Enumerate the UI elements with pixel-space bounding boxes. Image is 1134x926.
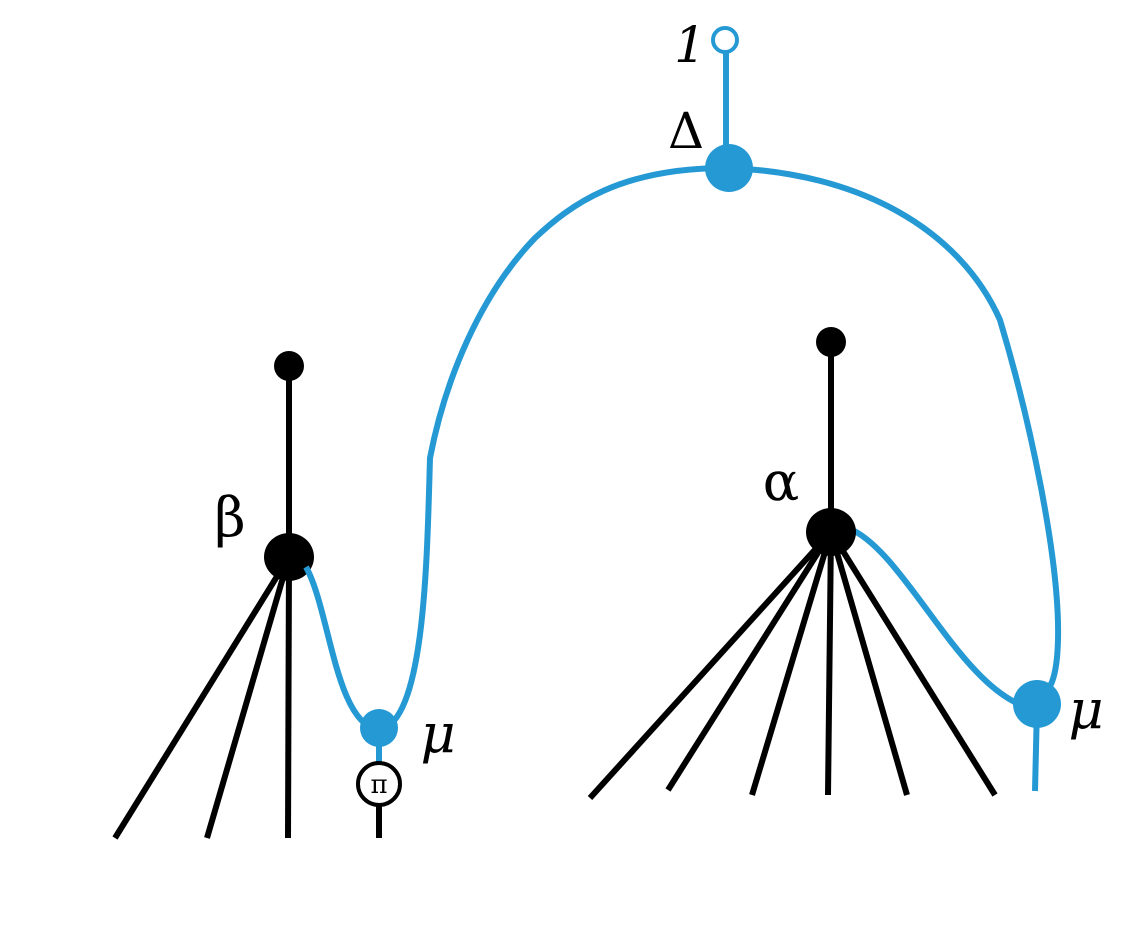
beta-label: β — [214, 486, 245, 549]
unit-label: 1 — [674, 16, 706, 74]
pi-node: π — [356, 761, 402, 807]
beta-leg-3 — [285, 556, 292, 839]
delta-label: Δ — [668, 102, 704, 160]
blue-wires — [303, 52, 1062, 792]
beta-leg-2 — [204, 556, 292, 839]
alpha-label: α — [763, 450, 799, 513]
beta-leg-1 — [112, 555, 292, 840]
unit-node — [711, 26, 739, 54]
alpha-top-node — [816, 327, 846, 357]
alpha-leg-3 — [749, 531, 834, 796]
alpha-leg-1 — [587, 529, 834, 801]
alpha-tree — [587, 327, 998, 801]
pi-label: π — [370, 770, 387, 800]
alpha-to-mu-wire — [846, 525, 1031, 711]
delta-left-arm — [378, 165, 727, 733]
beta-node — [264, 533, 314, 581]
mu-left-node — [360, 709, 398, 747]
beta-top-node — [274, 351, 304, 381]
alpha-leg-6 — [828, 530, 998, 797]
mu-right-node — [1013, 680, 1061, 728]
beta-to-mu-wire — [303, 565, 379, 733]
alpha-leg-5 — [828, 531, 910, 796]
mu-left-label: μ — [420, 702, 455, 765]
alpha-leg-4 — [825, 531, 834, 796]
alpha-leg-2 — [665, 530, 834, 792]
mu-right-label: μ — [1068, 678, 1103, 741]
delta-node — [705, 144, 753, 192]
alpha-node — [806, 508, 856, 556]
beta-tree — [112, 351, 314, 840]
delta-right-arm — [725, 165, 1062, 705]
